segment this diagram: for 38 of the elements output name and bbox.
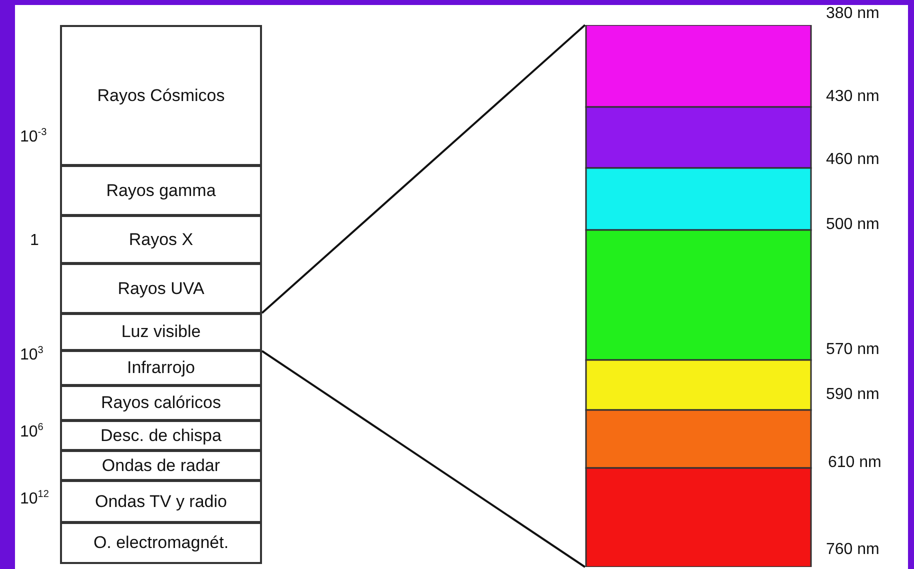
scale-value: 10$^{6}$ (20, 423, 44, 440)
scale-value: 1 (30, 233, 39, 249)
band-name: Rayos X (128, 230, 194, 250)
visible-spectrum-bar (585, 25, 812, 567)
band-name: Rayos UVA (118, 278, 204, 298)
scale-value: 10$^{-3}$ (20, 128, 47, 146)
wavelength-label: 570 nm (826, 342, 880, 358)
wavelength-label: 590 nm (826, 387, 880, 403)
spectrum-band-box (60, 385, 262, 421)
band-name: Rayos Cósmicos (97, 86, 225, 106)
wavelength-label: 500 nm (826, 217, 880, 233)
wavelength-label: 760 nm (826, 542, 880, 558)
wavelength-label: 380 nm (826, 6, 880, 22)
band-name: Rayos calóricos (101, 393, 221, 413)
band-name: Infrarrojo (126, 358, 196, 378)
spectrum-band-box (60, 522, 262, 564)
spectrum-band-box (60, 165, 262, 216)
wavelength-label: 460 nm (826, 152, 880, 168)
band-name: Ondas TV y radio (95, 492, 227, 512)
band-name: O. electromagnét. (93, 533, 229, 553)
spectrum-band-box (60, 215, 262, 264)
spectrum-band-box (60, 420, 262, 451)
band-name: Rayos gamma (106, 180, 216, 200)
wavelength-label: 610 nm (828, 455, 882, 471)
scale-value: 10$^{12}$ (20, 490, 49, 508)
wavelength-label: 430 nm (826, 89, 880, 105)
zoom-line (261, 24, 586, 314)
spectrum-band-box (60, 25, 262, 166)
band-name: Luz visible (121, 322, 201, 342)
band-name: Ondas de radar (102, 456, 220, 476)
spectrum-band-box (60, 450, 262, 481)
band-name: Desc. de chispa (100, 426, 222, 446)
spectrum-band-box (60, 313, 262, 351)
scale-value: 10$^{3}$ (20, 346, 44, 364)
spectrum-band-box (60, 350, 262, 386)
spectrum-band-box (60, 480, 262, 523)
zoom-line (261, 350, 586, 568)
spectrum-band-box (60, 263, 262, 314)
